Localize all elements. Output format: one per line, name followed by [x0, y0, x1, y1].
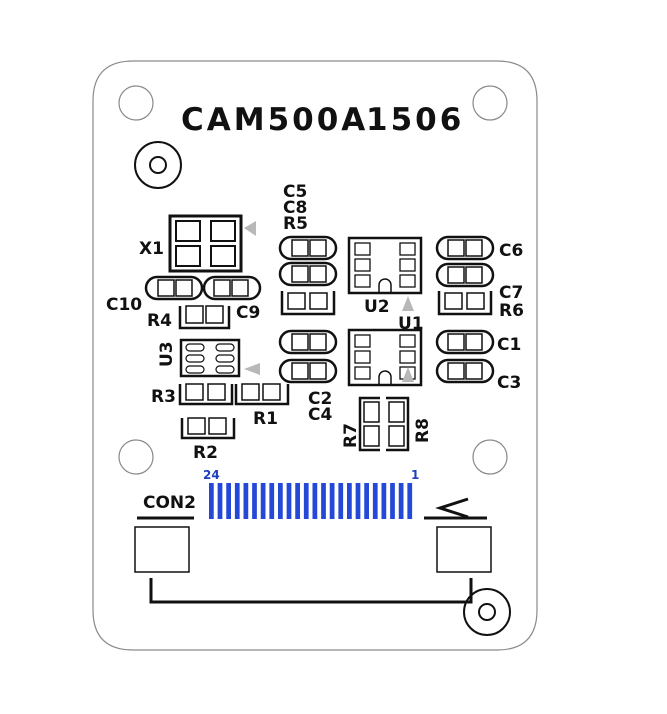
connector-pin	[260, 483, 266, 519]
connector-pin	[364, 483, 369, 519]
label-r8: R8	[413, 418, 433, 443]
capacitor-c3	[435, 358, 495, 384]
mech-pad-left	[134, 526, 190, 573]
resistor-r3	[178, 383, 234, 406]
connector-pin	[303, 483, 309, 519]
capacitor-c2	[278, 329, 338, 355]
label-c9: C9	[236, 303, 260, 323]
pin-label-1: 1	[411, 468, 419, 482]
label-r1: R1	[253, 409, 278, 429]
label-c6: C6	[499, 241, 523, 261]
connector-pin	[226, 483, 231, 519]
capacitor-c5	[278, 235, 338, 261]
connector-pins	[209, 483, 413, 519]
label-x1: X1	[139, 239, 164, 259]
mounting-hole-mid-right	[472, 439, 508, 475]
connector-pin	[338, 483, 344, 519]
connector-pin	[355, 483, 361, 519]
connector-pin	[329, 483, 335, 519]
pin1-marker-u2	[402, 296, 414, 311]
board-title: CAM500A	[181, 102, 368, 138]
connector-pin	[234, 483, 240, 519]
board-revision: 1506	[366, 102, 464, 138]
mounting-hole-mid-left	[118, 439, 154, 475]
connector-pin	[295, 483, 300, 519]
label-u3: U3	[157, 341, 177, 367]
pin1-marker-u1	[402, 367, 414, 382]
board-outline	[92, 60, 538, 651]
connector-pin	[209, 483, 214, 519]
label-c1: C1	[497, 335, 521, 355]
resistor-r6	[437, 291, 493, 316]
resistor-r8	[386, 396, 410, 452]
connector-pin	[407, 483, 413, 519]
pin1-marker-x1	[244, 221, 256, 236]
label-c3: C3	[497, 373, 521, 393]
resistor-r4	[178, 305, 231, 330]
capacitor-c1	[435, 329, 495, 355]
connector-pin	[321, 483, 326, 519]
resistor-r2	[180, 417, 236, 440]
chip-u2	[347, 236, 423, 311]
resistor-r7	[358, 396, 380, 452]
connector-pin	[381, 483, 387, 519]
label-c7: C7	[499, 283, 523, 303]
capacitor-c6	[435, 235, 495, 261]
label-r3: R3	[151, 387, 176, 407]
label-c8: C8	[283, 198, 307, 218]
connector-pin	[243, 483, 249, 519]
label-c4: C4	[308, 405, 332, 425]
connector-pin	[217, 483, 223, 519]
resistor-r5	[280, 291, 336, 316]
mech-pad-right	[436, 526, 492, 573]
connector-pin	[312, 483, 318, 519]
capacitor-c8	[278, 261, 338, 287]
connector-pin	[372, 483, 378, 519]
label-c2: C2	[308, 389, 332, 409]
label-r7: R7	[341, 423, 361, 448]
connector-pin	[286, 483, 292, 519]
capacitor-c7	[435, 262, 495, 288]
label-c10: C10	[106, 295, 142, 315]
chip-u1	[347, 328, 423, 387]
connector-pin	[252, 483, 257, 519]
connector-pin	[398, 483, 404, 519]
connector-pin	[278, 483, 283, 519]
connector-pin	[269, 483, 275, 519]
label-c5: C5	[283, 182, 307, 202]
capacitor-c4	[278, 358, 338, 384]
mounting-hole-top-right	[472, 85, 508, 121]
pin1-chevron-marker	[424, 497, 487, 520]
fiducial-top-left	[134, 141, 182, 189]
label-con2: CON2	[143, 493, 196, 513]
resistor-r1	[234, 383, 290, 406]
label-r2: R2	[193, 443, 218, 463]
pin1-marker-u3	[244, 363, 260, 375]
label-u2: U2	[364, 297, 390, 317]
chip-u3	[179, 338, 260, 378]
mounting-hole-top-left	[118, 85, 154, 121]
capacitor-c9	[202, 275, 262, 301]
fiducial-bottom-right	[463, 588, 511, 636]
connector-body-outline	[149, 578, 473, 604]
crystal-x1	[168, 214, 256, 273]
pin-label-24: 24	[203, 468, 220, 482]
label-r6: R6	[499, 301, 524, 321]
label-r5: R5	[283, 214, 308, 234]
capacitor-c10	[144, 275, 204, 301]
label-r4: R4	[147, 311, 172, 331]
connector-pin	[390, 483, 395, 519]
connector-pin	[347, 483, 352, 519]
